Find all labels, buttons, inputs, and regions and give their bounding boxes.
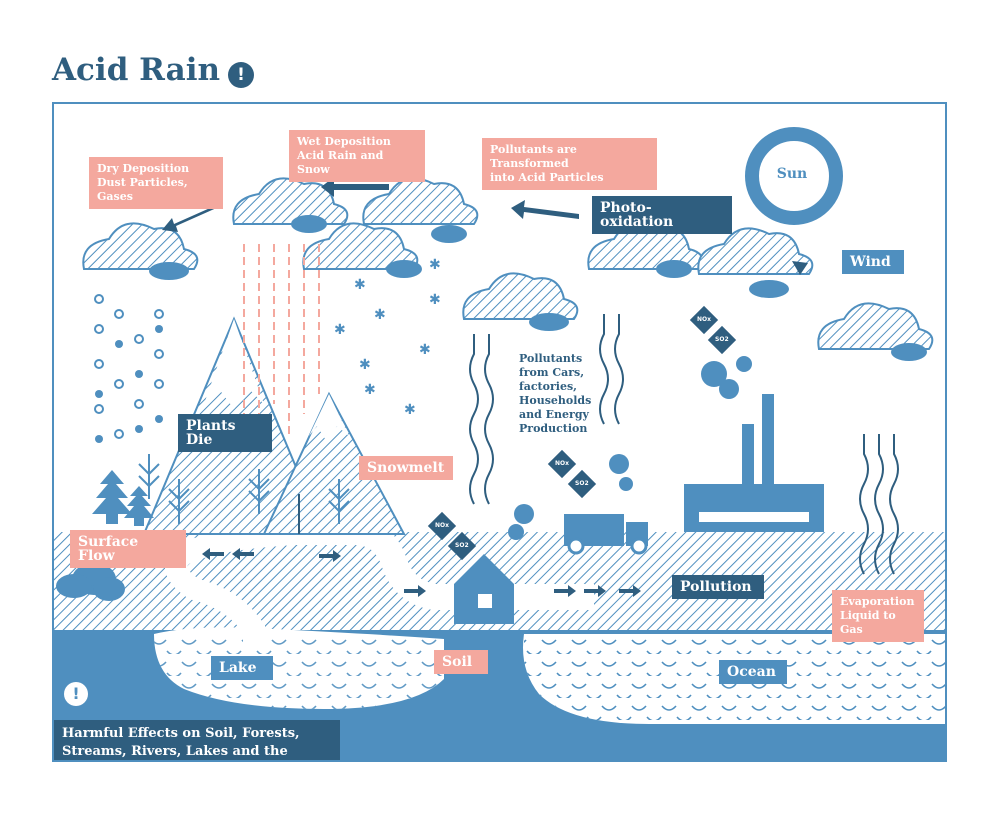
factory [684, 356, 824, 532]
clouds [82, 177, 934, 350]
house [454, 554, 514, 624]
dry-deposition-line-2: Dust Particles, Gases [97, 176, 188, 203]
pollutant-sources-line-2: from Cars, [519, 366, 585, 379]
wet-deposition-line-2: Acid Rain and Snow [297, 149, 384, 176]
plants-die-label: Plants Die [178, 414, 272, 452]
arrows [162, 177, 844, 294]
photo-oxidation-label: Photo- oxidation [592, 196, 732, 234]
pollutant-sources-line-5: and Energy [519, 408, 589, 421]
acid-rain-lines [243, 244, 320, 444]
svg-text:✱: ✱ [419, 342, 431, 358]
svg-text:✱: ✱ [334, 322, 346, 338]
soil-label: Soil [434, 650, 488, 674]
harmful-effects-label: Harmful Effects on Soil, Forests, Stream… [54, 720, 340, 760]
ocean-label: Ocean [719, 660, 787, 684]
dry-deposition-label: Dry Deposition Dust Particles, Gases [89, 157, 223, 209]
page-title: Acid Rain [52, 52, 221, 88]
evaporation-line-2: Liquid to Gas [840, 609, 896, 636]
wind-label: Wind [842, 250, 904, 274]
pollution-label: Pollution [672, 575, 764, 599]
flow-arrows [202, 548, 641, 597]
dry-deposition-line-1: Dry Deposition [97, 162, 190, 175]
pollutant-sources-line-4: Households [519, 394, 592, 407]
svg-text:✱: ✱ [429, 257, 441, 273]
wet-deposition-label: Wet Deposition Acid Rain and Snow [289, 130, 425, 182]
pollutant-sources-line-3: factories, [519, 380, 577, 393]
svg-text:✱: ✱ [359, 357, 371, 373]
harmful-effects-line-1: Harmful Effects on Soil, Forests, [62, 726, 300, 741]
pollutant-sources-line-6: Production [519, 422, 588, 435]
rising-pollutant-lines [469, 314, 899, 575]
wet-deposition-line-1: Wet Deposition [297, 135, 391, 148]
surface-flow-label: Surface Flow [70, 530, 186, 568]
pollutants-transformed-line-2: into Acid Particles [490, 171, 604, 184]
pollutants-transformed-line-1: Pollutants are Transformed [490, 143, 577, 170]
snowflakes: ✱ ✱ ✱ ✱ ✱ ✱ ✱ ✱ ✱ [334, 257, 441, 418]
truck [508, 454, 648, 555]
pollutant-sources-line-1: Pollutants [519, 352, 583, 365]
lake-label: Lake [211, 656, 273, 680]
evaporation-label: Evaporation Liquid to Gas [832, 590, 924, 642]
dead-trees [138, 454, 350, 524]
svg-text:✱: ✱ [429, 292, 441, 308]
pollutant-sources-label: Pollutants from Cars, factories, Househo… [519, 352, 599, 436]
svg-text:✱: ✱ [374, 307, 386, 323]
diagram-frame: ✱ ✱ ✱ ✱ ✱ ✱ ✱ ✱ ✱ [52, 102, 947, 762]
svg-text:✱: ✱ [404, 402, 416, 418]
harmful-effects-line-2: Streams, Rivers, Lakes and the Ocean [62, 744, 288, 759]
sun-ring [745, 127, 843, 225]
svg-text:✱: ✱ [354, 277, 366, 293]
pine-trees [92, 470, 154, 526]
sun-label: Sun [776, 166, 808, 182]
evaporation-line-1: Evaporation [840, 595, 915, 608]
dust-particles [94, 294, 164, 439]
pollutants-transformed-label: Pollutants are Transformed into Acid Par… [482, 138, 657, 190]
exclamation-icon: ! [64, 682, 88, 706]
snowmelt-label: Snowmelt [359, 456, 453, 480]
exclamation-icon: ! [228, 62, 254, 88]
svg-text:✱: ✱ [364, 382, 376, 398]
